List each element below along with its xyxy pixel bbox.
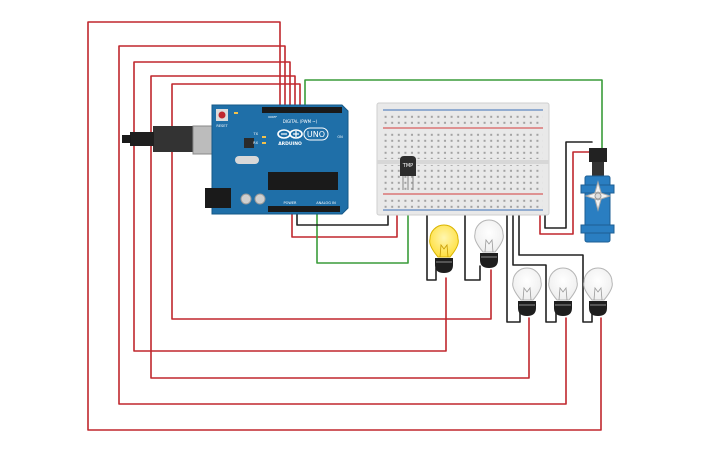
wire-red-bulb3[interactable]: [150, 75, 530, 379]
arduino-uno-board[interactable]: RESET DIGITAL (PWM ~) TX RX ON ARDUINO U…: [122, 104, 349, 215]
wire-red-bulb1[interactable]: [133, 61, 447, 352]
wire-black-bulb5-gnd[interactable]: [518, 204, 593, 323]
sensor-label: TMP: [402, 163, 413, 169]
bulb-filament: [522, 286, 532, 301]
wires-red: [87, 21, 602, 431]
wire-red-bulb4[interactable]: [118, 45, 567, 405]
light-bulb-4[interactable]: [548, 267, 578, 316]
rx-label: RX: [253, 141, 258, 145]
tx-label: TX: [252, 132, 258, 136]
analog-label: ANALOG IN: [316, 201, 336, 205]
wires-black: [296, 141, 593, 323]
bulb-socket: [480, 253, 498, 268]
bulb-socket: [554, 301, 572, 316]
bulb-filament: [593, 286, 603, 301]
wire-green-servo-signal[interactable]: [304, 79, 603, 149]
light-bulb-1[interactable]: [429, 224, 459, 273]
bulb-glass: [429, 224, 459, 258]
bulb-socket: [518, 301, 536, 316]
microcontroller-chip: [268, 172, 338, 190]
power-analog-header: [268, 206, 340, 212]
light-bulb-3[interactable]: [512, 267, 542, 316]
wires-green: [304, 79, 603, 264]
bulb-socket: [589, 301, 607, 316]
digital-header: [262, 107, 342, 113]
ioref-label: IOREF: [268, 115, 277, 119]
wire-black-bulb2-gnd[interactable]: [464, 204, 481, 281]
wire-black-servo-gnd[interactable]: [544, 141, 593, 229]
brand-label: ARDUINO: [278, 141, 302, 147]
bulb-filament: [439, 243, 449, 258]
usb-port: [153, 126, 195, 152]
wire-black-bulb4-gnd[interactable]: [512, 204, 557, 323]
model-label: UNO: [307, 130, 325, 139]
wire-red-power-5v[interactable]: [291, 206, 398, 238]
bulb-glass: [512, 267, 542, 301]
digital-label: DIGITAL (PWM ~): [283, 119, 318, 124]
reset-button[interactable]: [218, 111, 226, 119]
power-label: POWER: [284, 201, 298, 205]
arduino-logo: [277, 129, 303, 139]
wire-black-ground[interactable]: [296, 206, 389, 226]
power-jack: [205, 188, 231, 208]
wire-green-sensor-signal[interactable]: [316, 206, 409, 264]
wire-red-servo-power[interactable]: [539, 151, 591, 235]
wire-black-bulb3-gnd[interactable]: [506, 204, 521, 323]
reset-label: RESET: [216, 124, 228, 128]
bulb-filament: [484, 238, 494, 253]
wire-red-bulb5[interactable]: [87, 21, 602, 431]
light-bulb-5[interactable]: [583, 267, 613, 316]
bulb-filament: [558, 286, 568, 301]
bulb-socket: [435, 258, 453, 273]
servo-motor[interactable]: [580, 148, 615, 243]
crystal-oscillator: [235, 156, 259, 164]
light-bulb-2[interactable]: [474, 219, 504, 268]
bulb-glass: [583, 267, 613, 301]
breadboard[interactable]: [376, 102, 550, 216]
bulbs-group: [429, 219, 613, 316]
on-label: ON: [337, 135, 343, 139]
bulb-glass: [474, 219, 504, 253]
usb-cable: [130, 132, 154, 146]
bulb-glass: [548, 267, 578, 301]
wire-red-bulb2[interactable]: [171, 83, 492, 320]
wire-black-bulb1-gnd[interactable]: [426, 204, 437, 281]
temperature-sensor[interactable]: TMP: [400, 156, 416, 190]
servo-connector: [589, 148, 607, 162]
